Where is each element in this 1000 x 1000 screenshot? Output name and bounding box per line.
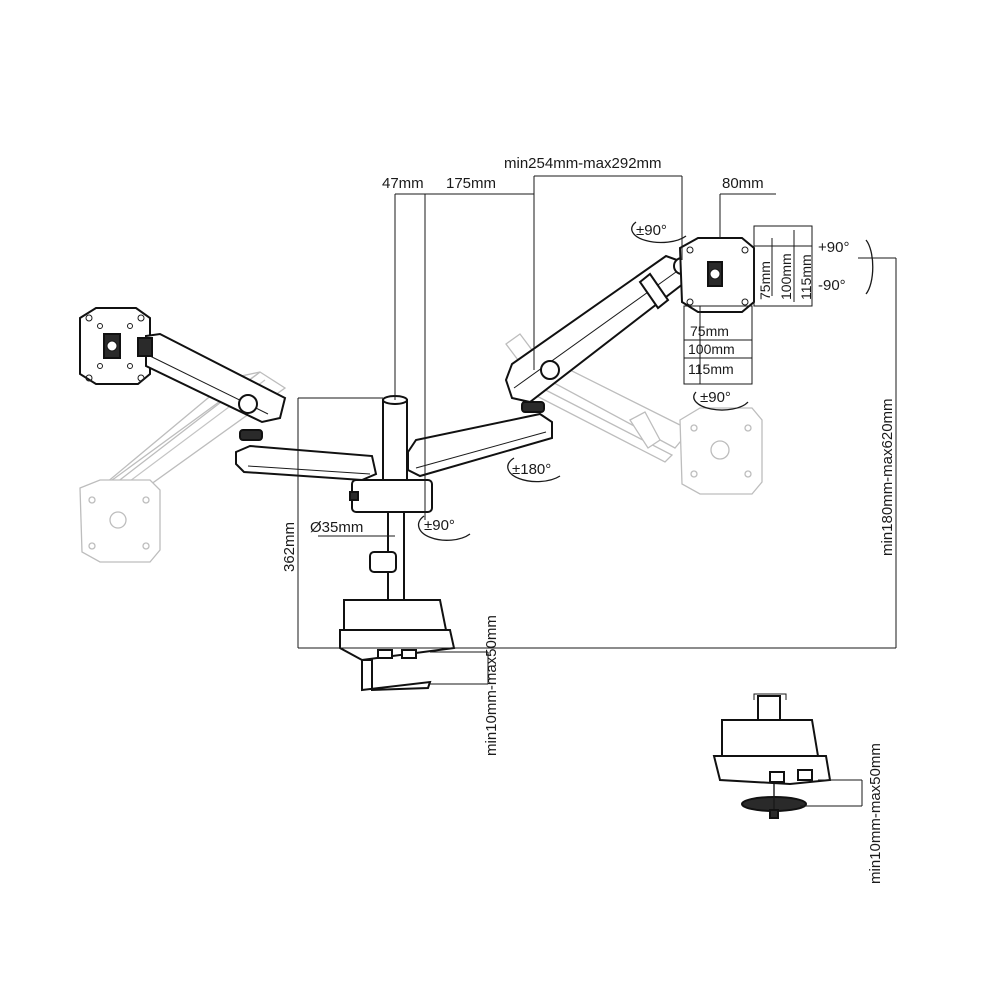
vesa-v-75-label: 75mm — [757, 261, 773, 300]
base-swivel-label: ±90° — [424, 517, 455, 534]
left-lower-arm — [235, 429, 378, 482]
ghost-right-arm — [524, 359, 692, 463]
rotation-arrows — [417, 221, 874, 541]
arm-swivel-label: ±180° — [512, 461, 551, 478]
vesa-v-115-label: 115mm — [798, 254, 814, 300]
vesa-h-115-label: 115mm — [688, 361, 734, 377]
desk-clamp — [339, 599, 456, 692]
rotate-arrow-tilt — [865, 239, 874, 295]
dimension-lines — [297, 175, 897, 807]
pole-diameter-label: Ø35mm — [310, 519, 363, 536]
upper-arm-length-label: min254mm-max292mm — [504, 155, 662, 172]
head-swivel-label: ±90° — [636, 222, 667, 239]
vesa-offset-label: 80mm — [722, 175, 764, 192]
vesa-v-100-label: 100mm — [778, 253, 794, 300]
rotate-arrow-arm-swivel — [507, 457, 561, 483]
right-vesa-plate — [678, 237, 755, 313]
rotate-arrow-head-rotate — [693, 391, 749, 411]
column-width-label: 47mm — [382, 175, 424, 192]
height-range-label: min180mm-max620mm — [879, 398, 896, 556]
rotate-arrow-base-swivel — [417, 515, 471, 541]
grommet-clamp-range-label: min10mm-max50mm — [867, 743, 884, 884]
vesa-h-100-label: 100mm — [688, 341, 735, 357]
right-lower-arm — [407, 401, 553, 478]
left-vesa-plate — [79, 307, 151, 385]
tilt-down-label: -90° — [818, 277, 846, 294]
ghost-left-vesa-plate — [79, 479, 161, 563]
grommet-mount-detail — [712, 693, 832, 819]
vesa-h-75-label: 75mm — [690, 323, 729, 339]
head-rotate-label: ±90° — [700, 389, 731, 406]
tilt-up-label: +90° — [818, 239, 849, 256]
pole-height-label: 362mm — [281, 522, 298, 572]
pole-collar — [349, 479, 433, 573]
left-upper-arm — [137, 332, 287, 424]
ghost-right-vesa-plate — [679, 407, 763, 495]
clamp-range-label: min10mm-max50mm — [483, 615, 500, 756]
lower-arm-length-label: 175mm — [446, 175, 496, 192]
rotate-arrow-head-swivel — [631, 221, 687, 244]
